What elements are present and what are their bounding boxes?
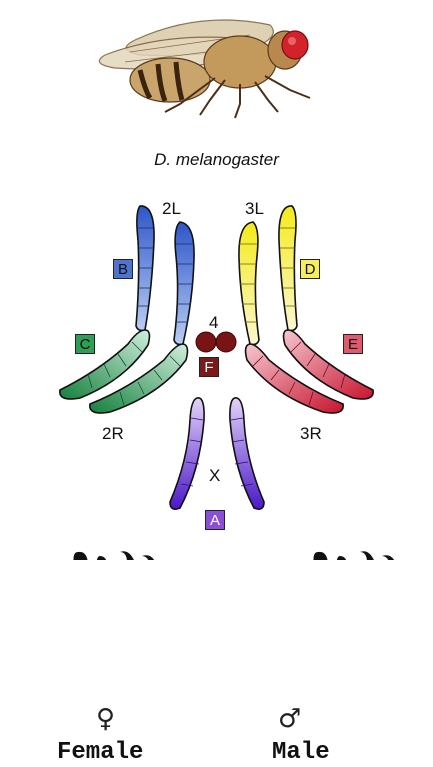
element-letter-D: D [305,261,316,278]
element-box-F: F [199,357,219,377]
element-letter-A: A [210,512,220,529]
female-label: Female [57,741,143,765]
element-box-D: D [300,259,320,279]
element-letter-C: C [80,336,91,353]
male-karyotype [258,551,431,560]
arm-label-X: X [209,467,220,484]
female-symbol: ♀ [96,706,115,732]
element-box-C: C [75,334,95,354]
element-box-E: E [343,334,363,354]
element-letter-B: B [118,261,128,278]
female-karyotype [18,551,207,560]
chromosome-2L [136,206,194,345]
element-letter-F: F [204,359,213,376]
element-box-B: B [113,259,133,279]
arm-label-3R: 3R [300,425,322,442]
arm-label-2L: 2L [162,200,181,217]
chromosome-4 [196,332,236,352]
arm-label-4: 4 [209,314,218,331]
element-letter-E: E [348,336,358,353]
arm-label-3L: 3L [245,200,264,217]
chromosome-X [170,398,264,509]
male-symbol: ♂ [278,706,301,732]
arm-label-2R: 2R [102,425,124,442]
element-box-A: A [205,510,225,530]
chromosome-3L [239,206,297,345]
male-label: Male [272,741,330,765]
